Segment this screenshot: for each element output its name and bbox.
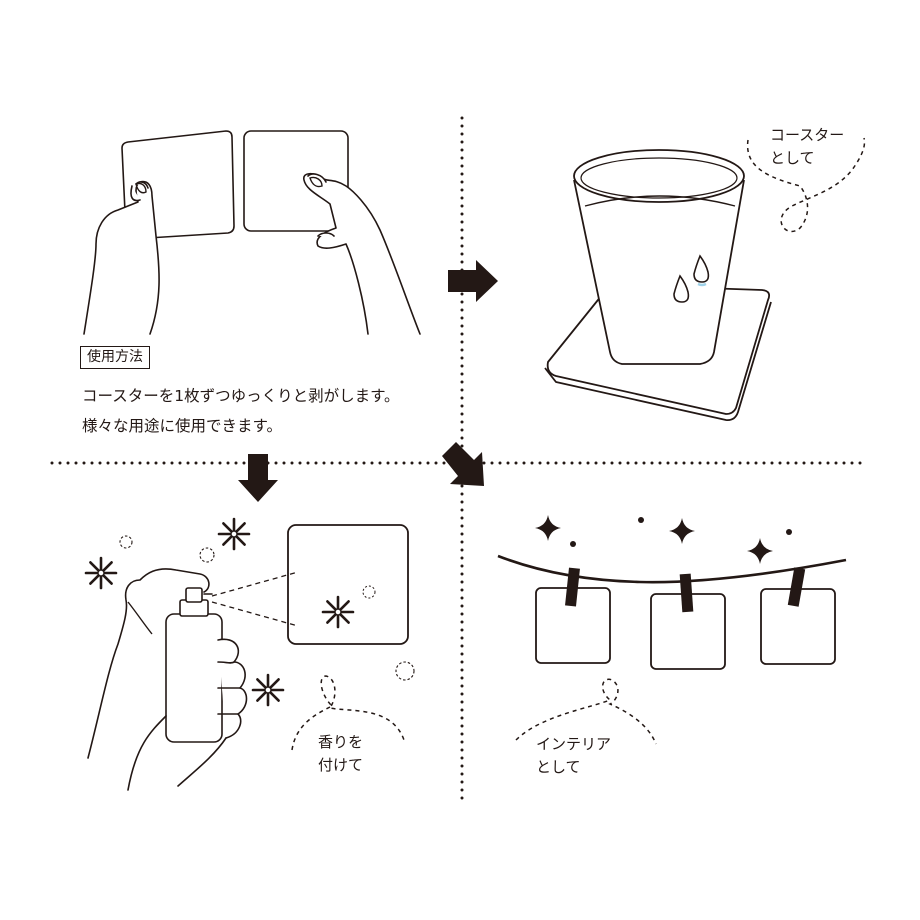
- arrow-right-icon: [448, 260, 498, 302]
- aroma-coaster: [287, 524, 409, 645]
- caption-interior-line-1: インテリア: [536, 735, 612, 753]
- caption-interior-line-2: として: [536, 758, 581, 777]
- caption-coaster-line-1: コースター: [770, 126, 845, 144]
- water-drops: [673, 254, 710, 303]
- cup-on-coaster-illustration: [544, 149, 772, 421]
- flower-icon-top: [217, 517, 251, 551]
- spray-lines: [211, 571, 299, 627]
- caption-interior: インテリア として: [536, 733, 611, 780]
- aroma-caption-swirl: [291, 675, 405, 751]
- hanging-coasters: [535, 587, 836, 670]
- spray-bottle-hand-illustration: [87, 568, 248, 791]
- caption-aroma: 香りを 付けて: [318, 731, 363, 778]
- clothespins: [565, 567, 806, 613]
- usage-instructions: コースターを1枚ずつゆっくりと剥がします。 様々な用途に使用できます。: [82, 381, 400, 441]
- four-point-star-icon: [747, 538, 773, 564]
- flower-icon-bottom: [251, 673, 285, 707]
- caption-aroma-line-1: 香りを: [318, 733, 364, 751]
- arrow-down-icon: [238, 454, 278, 502]
- thumb-nails: [135, 176, 323, 194]
- usage-line-1: コースターを1枚ずつゆっくりと剥がします。: [82, 387, 400, 405]
- flower-icon-left: [84, 556, 118, 590]
- four-point-star-icon: [535, 515, 561, 541]
- garland-string: [497, 554, 847, 584]
- usage-line-2: 様々な用途に使用できます。: [82, 417, 282, 435]
- sparkles: [535, 515, 792, 564]
- arrow-down-right-icon: [442, 442, 484, 486]
- interior-caption-swirl: [515, 678, 657, 745]
- four-point-star-icon: [669, 518, 695, 544]
- coaster-caption-swirl: [746, 137, 866, 233]
- caption-coaster: コースター として: [770, 124, 844, 171]
- caption-aroma-line-2: 付けて: [318, 756, 364, 775]
- usage-heading: 使用方法: [80, 346, 150, 369]
- hands-peeling-illustration: [83, 130, 421, 335]
- flower-on-coaster-icon: [321, 595, 355, 629]
- bubbles: [119, 535, 415, 681]
- caption-coaster-line-2: として: [770, 149, 815, 168]
